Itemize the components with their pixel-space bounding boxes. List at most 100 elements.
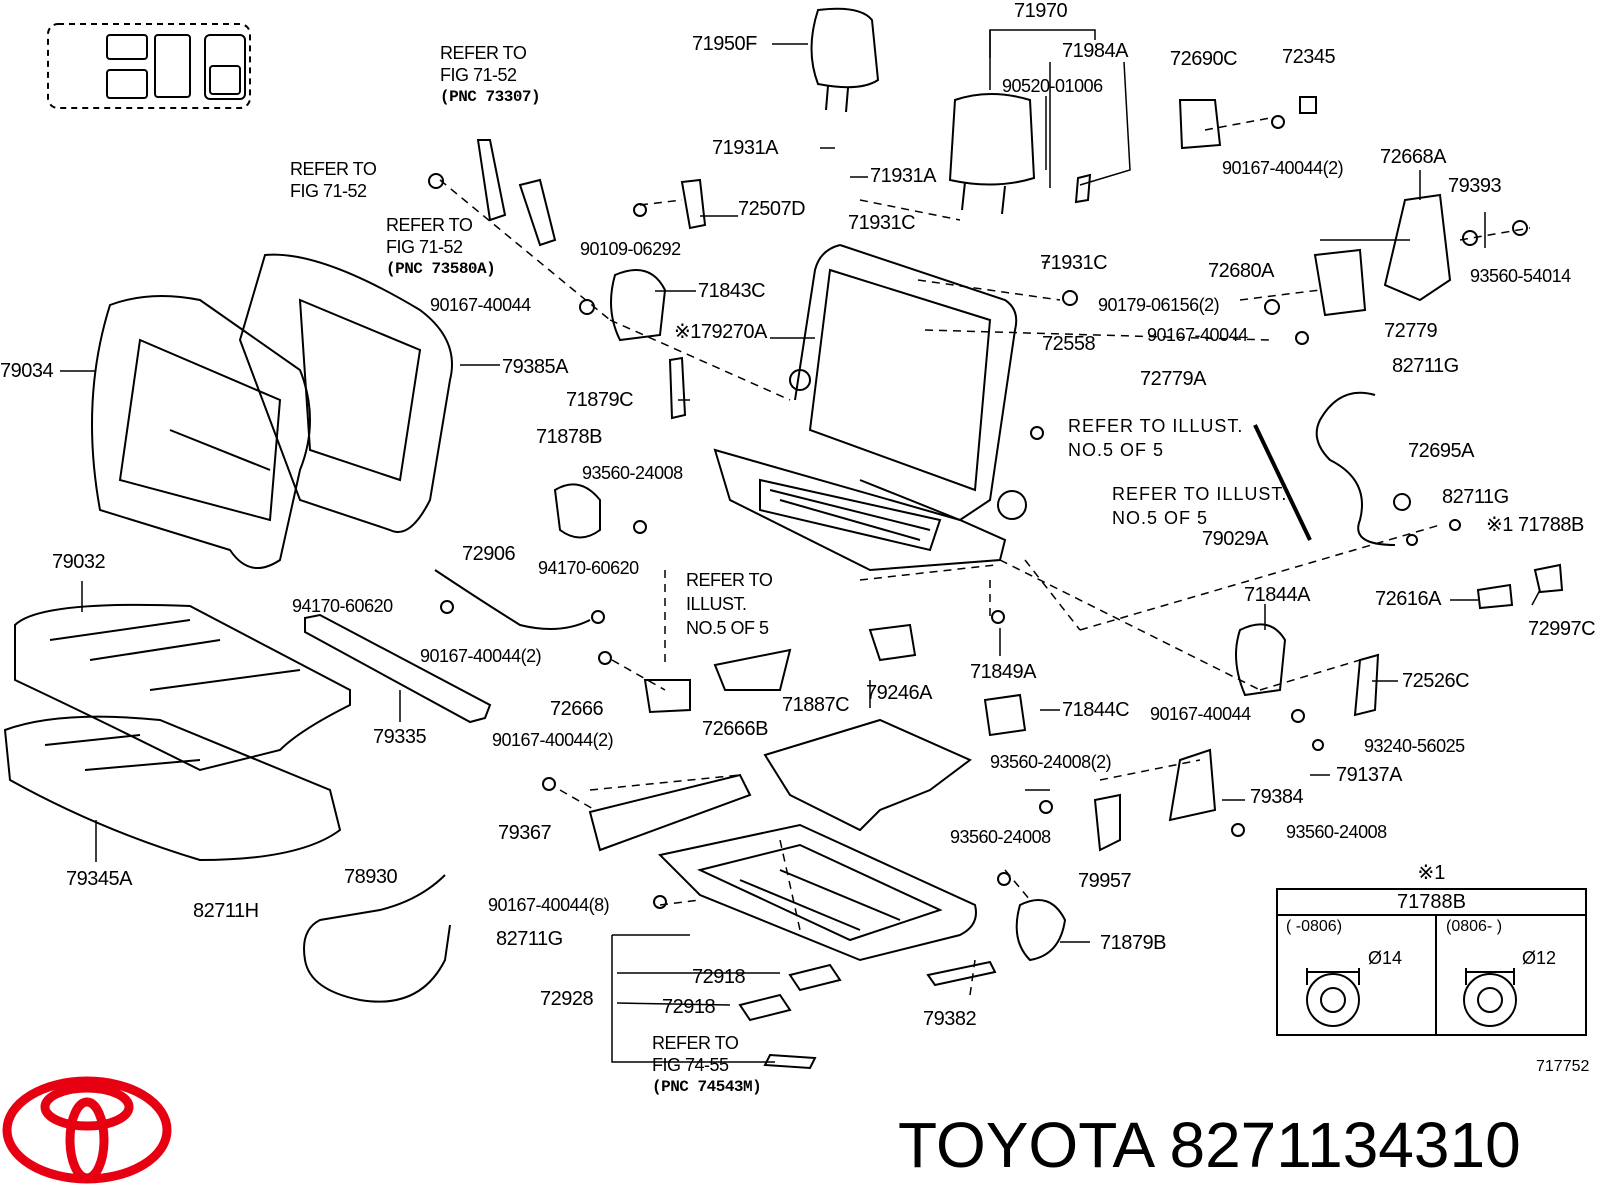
bracket-71879C [668,356,687,420]
note-divider [1435,914,1437,1036]
pad-72918-a [788,963,842,992]
ref-line: REFER TO [386,215,473,235]
label-72345: 72345 [1282,46,1336,68]
label-93560-54014: 93560-54014 [1470,266,1571,286]
label-90167-40044-c: 90167-40044 [1150,704,1251,724]
label-79246A: 79246A [866,682,932,704]
label-72779: 72779 [1384,320,1438,342]
label-71788B: ※1 71788B [1486,514,1584,536]
cover-71878B [553,483,601,539]
belt-buckle [476,139,507,222]
label-90179-06156: 90179-06156(2) [1098,295,1220,315]
seatback-79385A [238,253,453,533]
label-82711H: 82711H [193,900,259,922]
seat-frame-179270A [713,244,1027,572]
label-93560-24008-b: 93560-24008 [950,827,1051,847]
bracket-79246A [868,623,917,662]
ref-note-74543M: REFER TO FIG 74-55 (PNC 74543M) [652,1032,762,1098]
guard-72666 [643,679,691,714]
rail-79335 [304,613,492,724]
ref-line: REFER TO [652,1033,739,1053]
note-mark: ※1 [1417,862,1446,884]
label-71879B: 71879B [1100,932,1166,954]
seat-layout-icon [47,23,251,109]
label-72680A: 72680A [1208,260,1274,282]
label-94170-60620-a: 94170-60620 [292,596,393,616]
bracket-79384 [1168,748,1217,822]
ref-line: NO.5 OF 5 [1068,440,1165,460]
note-diameter-1: Ø14 [1368,948,1403,968]
seatback-79034 [91,295,311,569]
label-72779A: 72779A [1140,368,1206,390]
label-72695A: 72695A [1408,440,1474,462]
ref-line: REFER TO [686,570,773,590]
ref-line: (PNC 73580A) [386,260,496,278]
label-79382: 79382 [923,1008,977,1030]
part-72345 [1299,96,1317,114]
cable-72906 [434,569,591,630]
label-71879C: 71879C [566,389,634,411]
part-title: TOYOTA 8271134310 [898,1109,1521,1181]
label-72690C: 72690C [1170,48,1238,70]
label-71931A-a: 71931A [712,137,778,159]
label-79032: 79032 [52,551,106,573]
note-col-1: ( -0806) [1286,918,1343,935]
ref-note-illust-a: REFER TO ILLUST. NO.5 OF 5 [1068,414,1243,462]
ref-line: REFER TO [440,43,527,63]
headrest-71970 [948,93,1036,215]
label-71878B: 71878B [536,426,602,448]
clip-72507D [680,178,707,230]
label-82711G-a: 82711G [1392,355,1459,377]
label-90109-06292: 90109-06292 [580,239,681,259]
label-79385A: 79385A [502,356,568,378]
ref-line: ILLUST. [686,594,747,614]
ref-line: FIG 74-55 [652,1055,729,1075]
ref-line: NO.5 OF 5 [686,618,769,638]
cushion-79345A [3,715,342,862]
ref-line: FIG 71-52 [440,65,517,85]
label-90520-01006: 90520-01006 [1002,76,1103,96]
note-box-drawings [1306,968,1517,1027]
label-90167-40044-2b: 90167-40044(2) [420,646,542,666]
label-93560-24008-2: 93560-24008(2) [990,752,1112,772]
ref-line: FIG 71-52 [386,237,463,257]
ref-line: FIG 71-52 [290,181,367,201]
bracket-72526C [1353,653,1380,717]
label-72526C: 72526C [1402,670,1470,692]
cover-71879B [1015,899,1067,962]
label-71887C: 71887C [782,694,850,716]
label-90167-40044-2c: 90167-40044(2) [492,730,614,750]
label-90167-40044-d: 90167-40044 [430,295,531,315]
label-72666: 72666 [550,698,604,720]
label-71844A: 71844A [1244,584,1310,606]
label-94170-60620-b: 94170-60620 [538,558,639,578]
label-71849A: 71849A [970,661,1036,683]
clip-72616A [1476,583,1514,610]
pad-72918-b [738,993,792,1022]
headrest-71950F [810,7,880,113]
label-79345A: 79345A [66,868,132,890]
label-78930: 78930 [344,866,398,888]
label-79384: 79384 [1250,786,1304,808]
ref-line: (PNC 73307) [440,88,541,106]
label-79335: 79335 [373,726,427,748]
label-72668A: 72668A [1380,146,1446,168]
cover-79367 [588,773,752,852]
diagram-code: 717752 [1536,1058,1590,1075]
label-93560-24008-r: 93560-24008 [1286,822,1387,842]
label-71970: 71970 [1014,0,1068,22]
ref-line: NO.5 OF 5 [1112,508,1209,528]
seat-tray-72928 [657,823,977,962]
label-71984A: 71984A [1062,40,1128,62]
ref-line: (PNC 74543M) [652,1078,762,1096]
label-90167-40044-b: 90167-40044 [1147,325,1248,345]
part-72690C [1178,99,1222,150]
label-72616A: 72616A [1375,588,1441,610]
label-93560-24008-m: 93560-24008 [582,463,683,483]
label-179270A: ※179270A [674,321,767,343]
label-79367: 79367 [498,822,552,844]
cover-71844A [1235,623,1287,697]
assembly-dashed-lines [439,117,1531,996]
leader-lines [60,29,1541,1063]
